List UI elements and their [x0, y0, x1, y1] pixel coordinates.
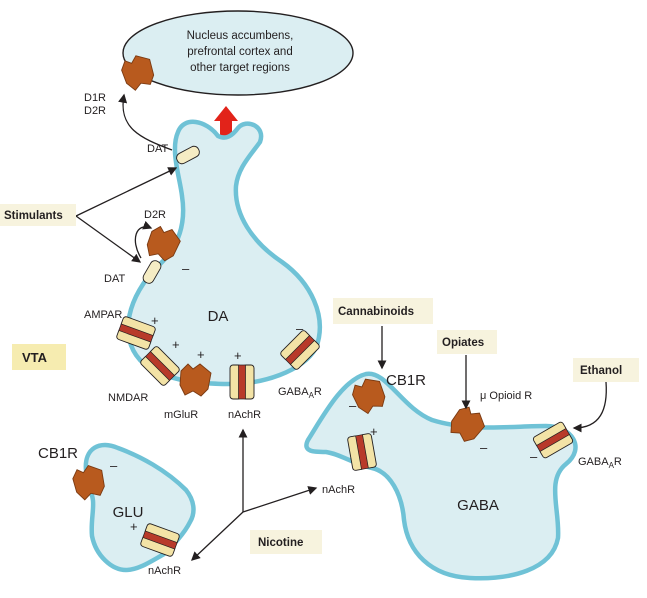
mu-opioid-sign: – — [480, 440, 488, 455]
target-line-1: Nucleus accumbens, — [187, 30, 294, 42]
nachr-gaba-label: nAchR — [322, 484, 355, 496]
nicotine-to-glu-arrow — [191, 511, 244, 561]
gabaar-gaba-sign: – — [530, 449, 538, 464]
nicotine-label: Nicotine — [258, 537, 303, 549]
d2r-label: D2R — [84, 105, 106, 117]
cb1r-glu-label: CB1R — [38, 445, 78, 462]
gabaar-da-label: GABAAR — [278, 386, 322, 400]
ampar-label: AMPAR — [84, 309, 122, 321]
d2r-label-da: D2R — [144, 209, 166, 221]
da-label: DA — [208, 308, 229, 325]
vta-tag: VTA — [12, 344, 66, 370]
gabaar-gaba-label: GABAAR — [578, 456, 622, 470]
vta-label: VTA — [22, 350, 48, 365]
d2r-feedback-arrow — [134, 220, 153, 259]
gaba-label: GABA — [457, 497, 499, 514]
d2r-sign: – — [182, 261, 190, 276]
cannabinoids-tag: Cannabinoids — [333, 298, 433, 324]
gaba-neuron — [304, 371, 578, 581]
dat-to-d1r-arrow — [118, 93, 173, 151]
ethanol-label: Ethanol — [580, 365, 622, 377]
mglur-sign: + — [197, 347, 205, 362]
glu-label: GLU — [113, 504, 144, 521]
nachr-da-label: nAchR — [228, 409, 261, 421]
nachr-glu-label: nAchR — [148, 565, 181, 577]
target-region: Nucleus accumbens, prefrontal cortex and… — [122, 10, 354, 96]
mu-opioid-label: μ Opioid R — [480, 390, 532, 402]
ethanol-tag: Ethanol — [573, 358, 639, 382]
nmdar-label: NMDAR — [108, 392, 148, 404]
target-line-3: other target regions — [190, 62, 290, 74]
stimulants-to-dat-upper-arrow — [75, 167, 178, 217]
ampar-sign: + — [151, 313, 159, 328]
nmdar-sign: + — [172, 337, 180, 352]
nachr-glu-sign: + — [130, 519, 138, 534]
stimulants-label: Stimulants — [4, 210, 63, 222]
nicotine-tag: Nicotine — [250, 530, 322, 554]
gabaar-da-sign: – — [296, 321, 304, 336]
mglur-icon — [179, 363, 212, 397]
nicotine-to-gaba-arrow — [242, 486, 318, 513]
stimulants-to-dat-lower-arrow — [75, 215, 142, 263]
cb1r-gaba-sign: – — [349, 398, 357, 413]
d1r-label: D1R — [84, 92, 106, 104]
nachr-da-sign: + — [234, 348, 242, 363]
cannabinoids-label: Cannabinoids — [338, 306, 414, 318]
ethanol-arrow — [572, 381, 607, 433]
dat-lower-label: DAT — [104, 273, 125, 285]
mglur-label: mGluR — [164, 409, 198, 421]
nachr-gaba-sign: + — [370, 424, 378, 439]
nachr-da-channel-icon — [229, 364, 255, 400]
cb1r-gaba-label: CB1R — [386, 372, 426, 389]
opiates-tag: Opiates — [437, 330, 497, 354]
target-line-2: prefrontal cortex and — [187, 46, 292, 58]
cb1r-glu-sign: – — [110, 458, 118, 473]
opiates-label: Opiates — [442, 337, 484, 349]
stimulants-tag: Stimulants — [0, 204, 76, 226]
